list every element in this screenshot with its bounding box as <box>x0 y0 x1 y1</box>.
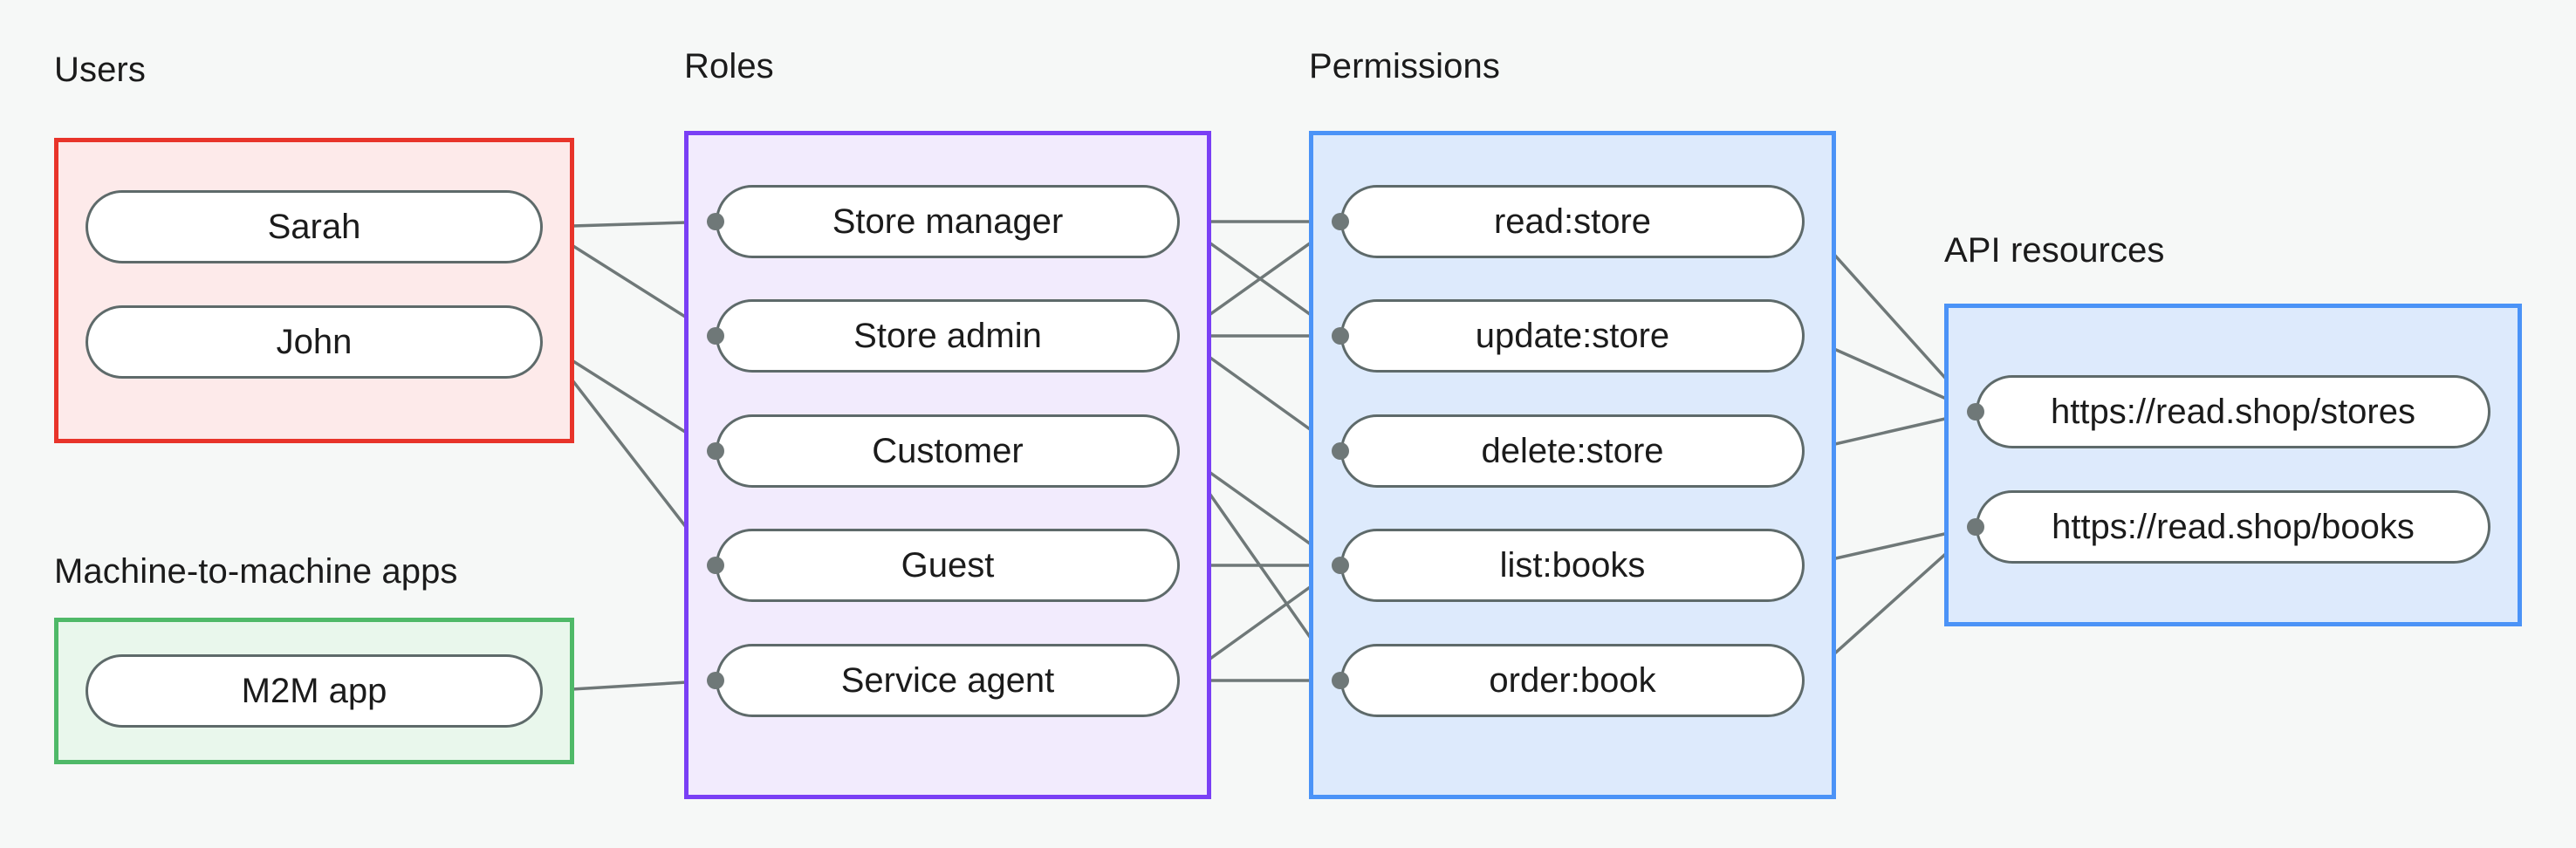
node-res-stores[interactable]: https://read.shop/stores <box>1976 375 2490 448</box>
node-label-john: John <box>276 322 353 361</box>
node-delete-store[interactable]: delete:store <box>1340 414 1805 488</box>
group-title-permissions: Permissions <box>1309 47 1500 85</box>
group-title-users: Users <box>54 51 146 89</box>
node-customer[interactable]: Customer <box>716 414 1180 488</box>
connector-dot-res-books <box>1967 518 1984 536</box>
node-read-store[interactable]: read:store <box>1340 185 1805 258</box>
node-label-res-books: https://read.shop/books <box>2052 507 2415 546</box>
node-sarah[interactable]: Sarah <box>86 190 543 263</box>
group-title-roles: Roles <box>684 47 774 85</box>
node-guest[interactable]: Guest <box>716 529 1180 602</box>
node-m2m-app[interactable]: M2M app <box>86 654 543 728</box>
connector-dot-store-manager <box>707 213 724 230</box>
node-label-store-manager: Store manager <box>832 202 1064 241</box>
node-label-res-stores: https://read.shop/stores <box>2050 392 2415 431</box>
node-label-service-agent: Service agent <box>840 660 1055 700</box>
group-title-api: API resources <box>1944 231 2165 270</box>
connector-dot-service-agent <box>707 672 724 689</box>
connector-dot-res-stores <box>1967 403 1984 421</box>
connector-dot-customer <box>707 442 724 460</box>
connector-dot-delete-store <box>1332 442 1349 460</box>
connector-dot-store-admin <box>707 327 724 345</box>
node-label-order-book: order:book <box>1489 660 1656 700</box>
node-update-store[interactable]: update:store <box>1340 299 1805 373</box>
node-john[interactable]: John <box>86 305 543 379</box>
node-label-list-books: list:books <box>1499 545 1646 585</box>
node-store-admin[interactable]: Store admin <box>716 299 1180 373</box>
connector-dot-guest <box>707 557 724 574</box>
node-label-store-admin: Store admin <box>853 316 1042 355</box>
node-label-update-store: update:store <box>1475 316 1670 355</box>
connector-dot-update-store <box>1332 327 1349 345</box>
node-label-sarah: Sarah <box>267 207 361 246</box>
node-service-agent[interactable]: Service agent <box>716 644 1180 717</box>
node-order-book[interactable]: order:book <box>1340 644 1805 717</box>
connector-dot-read-store <box>1332 213 1349 230</box>
group-title-m2m: Machine-to-machine apps <box>54 552 458 591</box>
connector-dot-list-books <box>1332 557 1349 574</box>
group-box-api <box>1944 304 2522 626</box>
node-label-guest: Guest <box>901 545 995 585</box>
group-box-users <box>54 138 574 443</box>
connector-dot-order-book <box>1332 672 1349 689</box>
node-res-books[interactable]: https://read.shop/books <box>1976 490 2490 564</box>
node-label-m2m-app: M2M app <box>241 671 387 710</box>
node-label-delete-store: delete:store <box>1481 431 1664 470</box>
node-label-customer: Customer <box>872 431 1024 470</box>
node-label-read-store: read:store <box>1493 202 1652 241</box>
node-list-books[interactable]: list:books <box>1340 529 1805 602</box>
node-store-manager[interactable]: Store manager <box>716 185 1180 258</box>
